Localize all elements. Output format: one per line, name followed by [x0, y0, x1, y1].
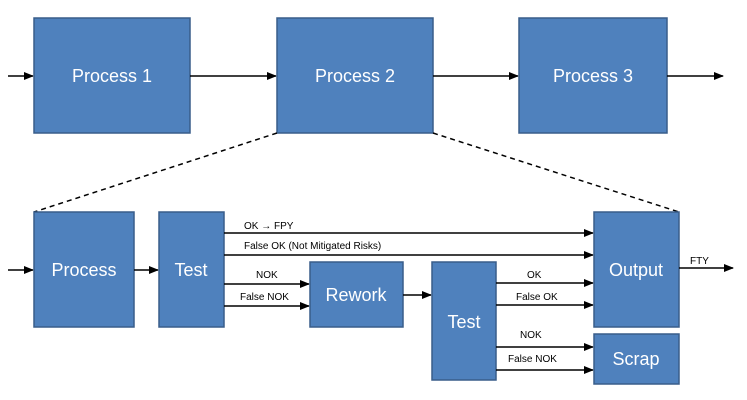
fty-label: FTY	[690, 256, 709, 267]
test-1-label: Test	[174, 260, 207, 280]
process-label: Process	[51, 260, 116, 280]
process-3-label: Process 3	[553, 66, 633, 86]
scrap-box	[593, 333, 680, 385]
zoom-dashed-line-left	[33, 132, 278, 213]
false-nok-1-label: False NOK	[240, 292, 289, 303]
process-3-box	[518, 17, 668, 134]
output-box	[593, 211, 680, 328]
process-1-box	[33, 17, 191, 134]
zoom-dashed-line-right	[432, 132, 680, 213]
scrap-label: Scrap	[612, 349, 659, 369]
output-label: Output	[609, 260, 663, 280]
test-2-label: Test	[447, 312, 480, 332]
process-box	[33, 211, 135, 328]
test-1-box	[158, 211, 225, 328]
process-2-box	[276, 17, 434, 134]
process-1-label: Process 1	[72, 66, 152, 86]
false-nok-2-label: False NOK	[508, 354, 557, 365]
rework-label: Rework	[325, 285, 387, 305]
false-ok-2-label: False OK	[516, 292, 558, 303]
ok-2-label: OK	[527, 270, 542, 281]
false-ok-risks-label: False OK (Not Mitigated Risks)	[244, 241, 381, 252]
nok-2-label: NOK	[520, 330, 542, 341]
nok-1-label: NOK	[256, 270, 278, 281]
ok-fpy-label: OK → FPY	[244, 221, 294, 232]
rework-box	[309, 261, 404, 328]
process-2-label: Process 2	[315, 66, 395, 86]
test-2-box	[431, 261, 497, 381]
